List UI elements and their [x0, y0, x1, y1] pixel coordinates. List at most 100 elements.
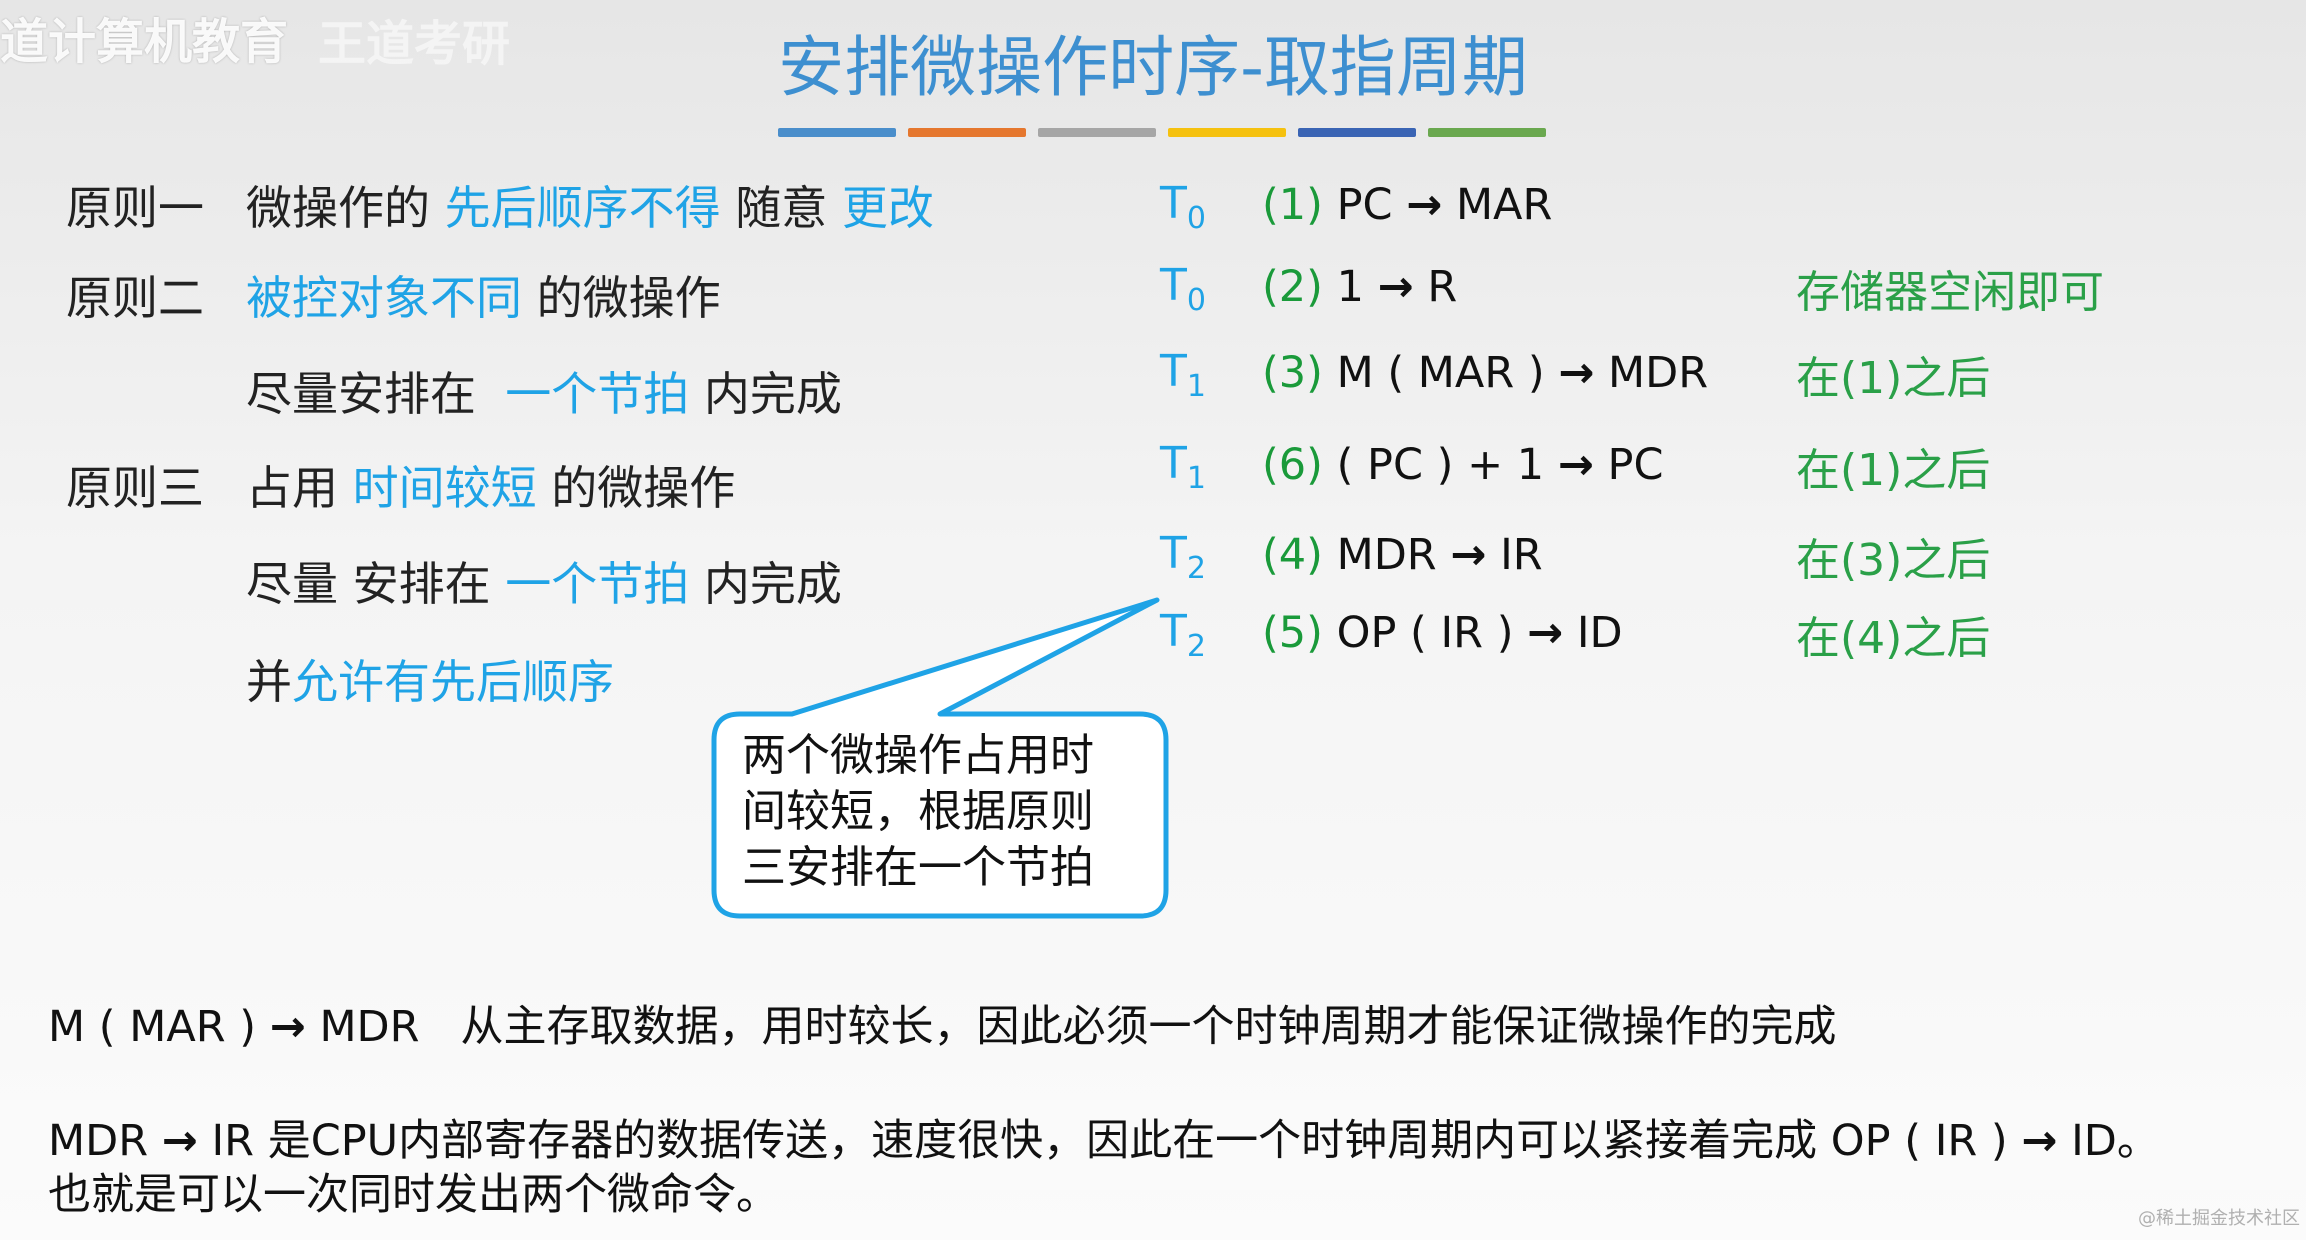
micro-op-2: (2) 1 → R [1262, 262, 1457, 312]
time-label: T1 [1160, 438, 1206, 496]
arrow-icon: → [2021, 1116, 2058, 1166]
rule-2-text-a: 的微操作 [536, 271, 721, 325]
speech-bubble [711, 597, 1169, 919]
time-label-t: T [1160, 178, 1187, 229]
micro-op-6: (5) OP ( IR ) → ID [1262, 608, 1623, 658]
speech-bubble-line-3: 三安排在一个节拍 [742, 842, 1094, 893]
micro-op-target: IR [1500, 530, 1543, 580]
speech-bubble-line-1: 两个微操作占用时 [742, 730, 1094, 781]
time-label: T2 [1160, 606, 1206, 664]
rule-2-highlight: 被控对象不同 [246, 271, 522, 325]
time-label-sub: 2 [1186, 551, 1206, 586]
rule-2-detail: 尽量安排在 一个节拍 内完成 [246, 358, 842, 424]
time-label-sub: 1 [1186, 461, 1206, 496]
rule-1-highlight-a: 先后顺序不得 [444, 181, 721, 235]
rule-1-text-b: 随意 [735, 181, 828, 235]
speech-bubble-line-2: 间较短，根据原则 [742, 786, 1094, 837]
rule-1-text-a: 微操作的 [246, 181, 430, 235]
time-label: T1 [1160, 346, 1206, 404]
time-label-sub: 0 [1186, 201, 1206, 236]
arrow-icon: → [1557, 440, 1594, 490]
rule-3-order-a: 并 [246, 655, 292, 709]
micro-op-source: M ( MAR ) [1336, 348, 1545, 398]
rule-2-detail-highlight: 一个节拍 [505, 367, 690, 421]
watermark-logo-text: 道计算机教育 [0, 14, 289, 70]
micro-op-source: 1 [1336, 262, 1364, 312]
explanation-2-text: 是CPU内部寄存器的数据传送，速度很快，因此在一个时钟周期内可以紧接着完成 OP… [267, 1116, 2008, 1166]
rule-3-order: 并允许有先后顺序 [246, 646, 614, 712]
corner-watermark: @稀土掘金技术社区 [2138, 1208, 2300, 1229]
title-bar-6 [1428, 128, 1546, 137]
rule-3-highlight: 时间较短 [352, 461, 537, 515]
micro-op-source: ( PC ) + 1 [1336, 440, 1545, 490]
time-label-sub: 0 [1186, 283, 1206, 318]
time-label: T2 [1160, 528, 1206, 586]
micro-op-number: (1) [1262, 180, 1323, 230]
micro-op-source: PC [1336, 180, 1393, 230]
title-bar-5 [1298, 128, 1416, 137]
explanation-2: MDR → IR 是CPU内部寄存器的数据传送，速度很快，因此在一个时钟周期内可… [48, 1106, 2160, 1168]
micro-op-source: OP ( IR ) [1336, 608, 1514, 658]
rule-3-text-b: 的微操作 [551, 461, 736, 515]
time-label-sub: 1 [1186, 369, 1206, 404]
title-color-bars [778, 128, 1546, 137]
micro-op-target: R [1427, 262, 1458, 312]
micro-op-note: 在(1)之后 [1796, 353, 1991, 404]
rule-2-detail-a: 尽量安排在 [246, 367, 476, 421]
explanation-1-text: 从主存取数据，用时较长，因此必须一个时钟周期才能保证微操作的完成 [460, 1002, 1837, 1052]
micro-op-target: MDR [1608, 348, 1709, 398]
arrow-icon: → [269, 1002, 306, 1052]
rule-1-label: 原则一 [66, 181, 204, 235]
time-label-t: T [1160, 346, 1187, 397]
title-bar-1 [778, 128, 896, 137]
rule-1-text: 微操作的 先后顺序不得 随意 更改 [246, 172, 934, 238]
explanation-1: M ( MAR ) → MDR 从主存取数据，用时较长，因此必须一个时钟周期才能… [48, 992, 1837, 1054]
explanation-1-rhs: MDR [319, 1002, 420, 1052]
time-label-t: T [1160, 438, 1187, 489]
micro-op-target: ID [1576, 608, 1623, 658]
rule-3-detail-highlight: 一个节拍 [505, 557, 690, 611]
micro-op-source: MDR [1336, 530, 1437, 580]
time-label-t: T [1160, 606, 1187, 657]
arrow-icon: → [161, 1116, 198, 1166]
micro-op-4: (6) ( PC ) + 1 → PC [1262, 440, 1664, 490]
rule-3-text-a: 占用 [246, 461, 338, 515]
explanation-1-lhs: M ( MAR ) [48, 1002, 257, 1052]
rule-3-order-highlight: 允许有先后顺序 [292, 655, 614, 709]
arrow-icon: → [1406, 180, 1443, 230]
micro-op-note: 在(4)之后 [1796, 613, 1991, 664]
time-label: T0 [1160, 178, 1206, 236]
micro-op-number: (6) [1262, 440, 1323, 490]
micro-op-number: (4) [1262, 530, 1323, 580]
rule-2-label: 原则二 [66, 271, 204, 325]
watermark-logo-text-2: 王道考研 [318, 16, 511, 72]
time-label-t: T [1160, 260, 1187, 311]
time-label: T0 [1160, 260, 1206, 318]
micro-op-note: 存储器空闲即可 [1796, 267, 2104, 318]
micro-op-number: (5) [1262, 608, 1323, 658]
micro-op-number: (3) [1262, 348, 1323, 398]
micro-op-1: (1) PC → MAR [1262, 180, 1552, 230]
rule-3-text: 占用 时间较短 的微操作 [246, 452, 735, 518]
arrow-icon: → [1450, 530, 1487, 580]
slide-title: 安排微操作时序-取指周期 [778, 29, 1528, 106]
micro-op-number: (2) [1262, 262, 1323, 312]
rule-3-detail-b: 内完成 [703, 557, 842, 611]
speech-bubble-text: 两个微操作占用时 间较短，根据原则 三安排在一个节拍 [742, 728, 1142, 896]
title-bar-3 [1038, 128, 1156, 137]
micro-op-5: (4) MDR → IR [1262, 530, 1543, 580]
arrow-icon: → [1527, 608, 1564, 658]
rule-3-detail-a: 尽量 安排在 [246, 557, 491, 611]
micro-op-target: PC [1607, 440, 1664, 490]
explanation-2-rhs: IR [211, 1116, 255, 1166]
arrow-icon: → [1377, 262, 1414, 312]
arrow-icon: → [1558, 348, 1595, 398]
explanation-2-lhs: MDR [48, 1116, 149, 1166]
rule-3-detail: 尽量 安排在 一个节拍 内完成 [246, 548, 842, 614]
micro-op-note: 在(3)之后 [1796, 535, 1991, 586]
rule-3-label: 原则三 [66, 461, 204, 515]
explanation-2-end: ID。 [2071, 1116, 2160, 1166]
rule-2-detail-b: 内完成 [703, 367, 842, 421]
micro-op-target: MAR [1455, 180, 1553, 230]
title-bar-4 [1168, 128, 1286, 137]
